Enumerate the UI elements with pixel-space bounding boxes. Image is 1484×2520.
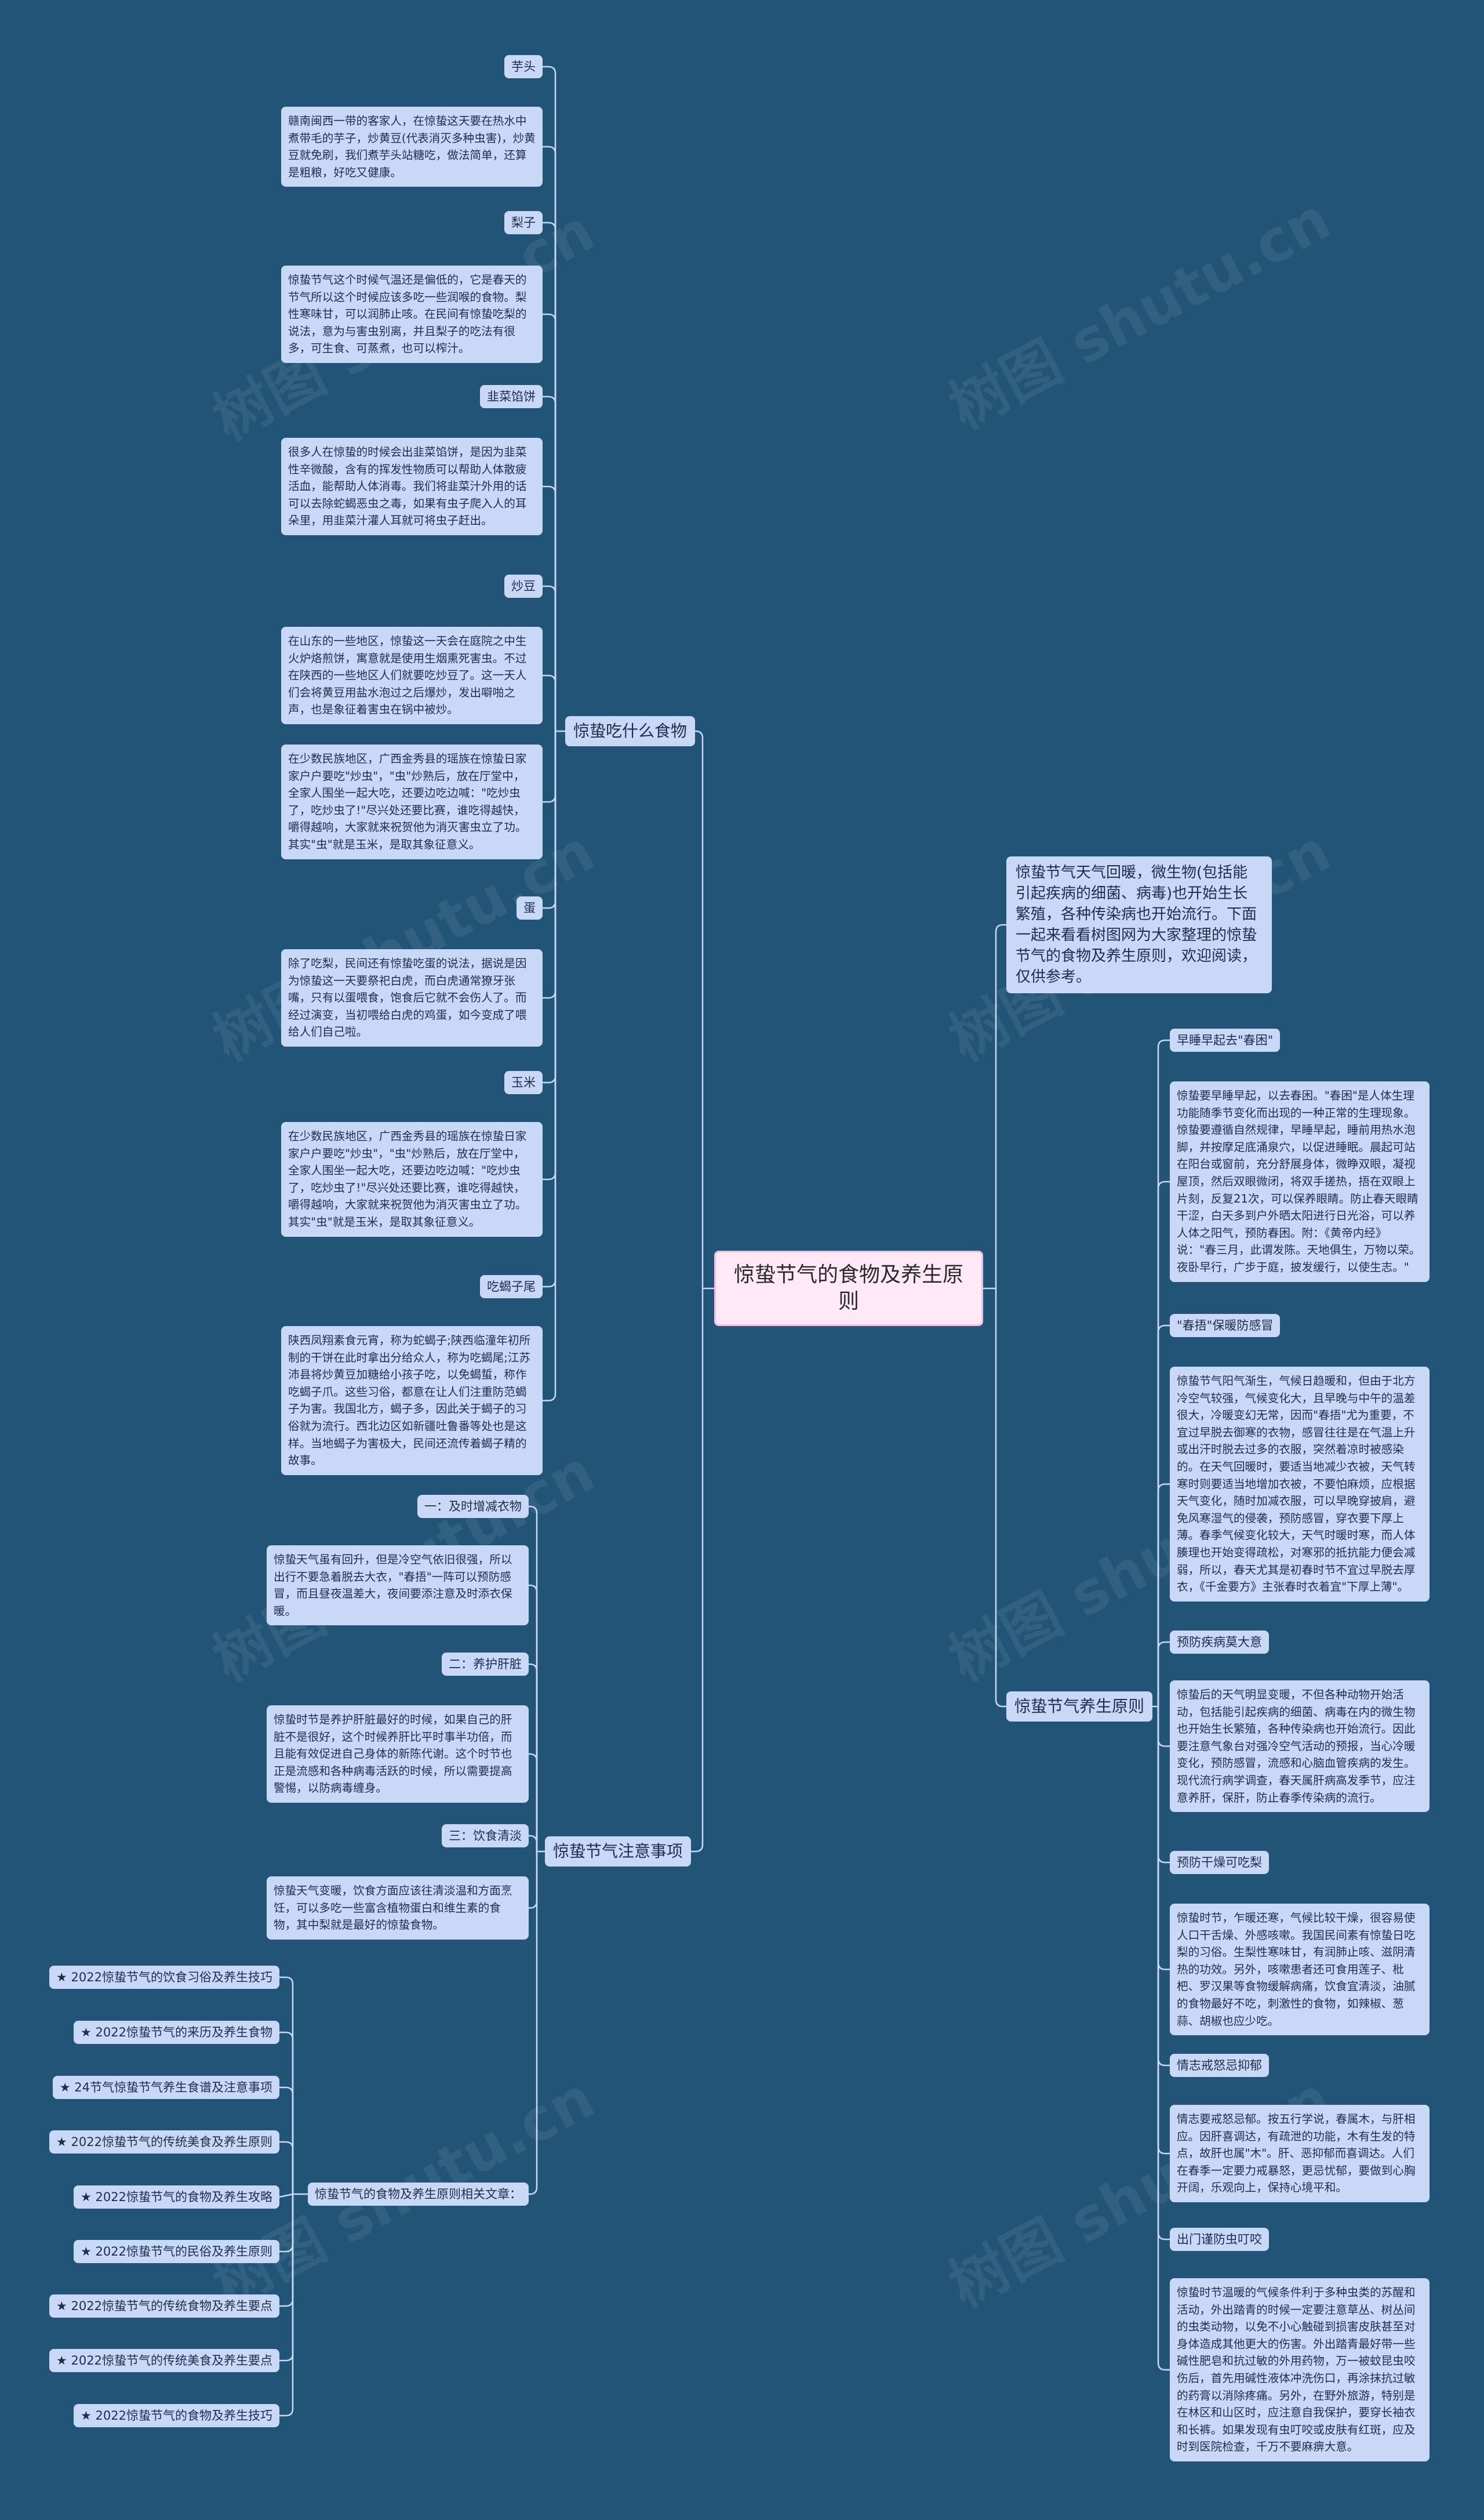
connector-line xyxy=(279,2031,294,2194)
connector-line xyxy=(995,1288,1006,1708)
connector-line xyxy=(543,731,556,803)
connector-line xyxy=(529,1584,538,1851)
related-article-link[interactable]: ★ 2022惊蛰节气的传统美食及养生要点 xyxy=(49,2349,279,2372)
connector-line xyxy=(529,1505,538,1851)
food-text-corn[interactable]: 在少数民族地区，广西金秀县的瑶族在惊蛰日家家户户要吃"炒虫"，"虫"炒熟后，放在… xyxy=(281,1122,543,1237)
food-tag-leek-pie[interactable]: 韭菜馅饼 xyxy=(480,385,543,408)
note-text-clothing[interactable]: 惊蛰天气虽有回升，但是冷空气依旧很强，所以出行不要急着脱去大衣，"春捂"一阵可以… xyxy=(267,1545,529,1626)
food-text-egg[interactable]: 除了吃梨，民间还有惊蛰吃蛋的说法，据说是因为惊蛰这一天要祭祀白虎，而白虎通常獠牙… xyxy=(281,949,543,1047)
connector-line xyxy=(529,1851,538,2195)
connector-line xyxy=(695,730,704,1288)
connector-line xyxy=(529,1663,538,1851)
connector-line xyxy=(1157,1483,1170,1706)
connector-line xyxy=(543,66,556,731)
connector-line xyxy=(1157,1706,1170,2155)
branch-foods[interactable]: 惊蛰吃什么食物 xyxy=(565,716,696,746)
related-articles-heading[interactable]: 惊蛰节气的食物及养生原则相关文章： xyxy=(308,2183,529,2206)
connector-line xyxy=(279,2193,293,2198)
note-tag-clothing[interactable]: 一：及时增减衣物 xyxy=(417,1495,529,1518)
related-article-link[interactable]: ★ 2022惊蛰节气的传统食物及养生要点 xyxy=(49,2294,279,2318)
connector-line xyxy=(1157,1324,1170,1706)
food-tag-taro[interactable]: 芋头 xyxy=(504,55,543,78)
root-topic[interactable]: 惊蛰节气的食物及养生原则 xyxy=(714,1251,983,1326)
intro-summary[interactable]: 惊蛰节气天气回暖，微生物(包括能引起疾病的细菌、病毒)也开始生长繁殖，各种传染病… xyxy=(1006,856,1272,993)
health-text-emotion[interactable]: 情志要戒怒忌郁。按五行学说，春属木，与肝相应。因肝喜调达，有疏泄的功能，木有生发… xyxy=(1170,2105,1430,2202)
health-tag-keep-warm[interactable]: "春捂"保暖防感冒 xyxy=(1170,1314,1281,1337)
connector-line xyxy=(543,585,556,731)
food-tag-pear[interactable]: 梨子 xyxy=(504,211,543,234)
related-article-link[interactable]: ★ 2022惊蛰节气的民俗及养生原则 xyxy=(74,2240,279,2263)
health-text-sleep[interactable]: 惊蛰要早睡早起，以去春困。"春困"是人体生理功能随季节变化而出现的一种正常的生理… xyxy=(1170,1081,1430,1282)
connector-line xyxy=(1157,1641,1170,1706)
connector-line xyxy=(529,1835,538,1851)
health-tag-disease[interactable]: 预防疾病莫大意 xyxy=(1170,1631,1269,1654)
health-tag-emotion[interactable]: 情志戒怒忌抑郁 xyxy=(1170,2054,1269,2077)
related-article-link[interactable]: ★ 24节气惊蛰节气养生食谱及注意事项 xyxy=(52,2076,279,2099)
connector-line xyxy=(1157,1706,1170,2067)
connector-line xyxy=(543,731,556,909)
health-tag-dryness[interactable]: 预防干燥可吃梨 xyxy=(1170,1851,1269,1874)
connector-line xyxy=(1157,1181,1170,1706)
branch-notes[interactable]: 惊蛰节气注意事项 xyxy=(545,1836,692,1867)
health-tag-sleep[interactable]: 早睡早起去"春困" xyxy=(1170,1029,1281,1052)
food-text-fried-insects[interactable]: 在少数民族地区，广西金秀县的瑶族在惊蛰日家家户户要吃"炒虫"，"虫"炒熟后，放在… xyxy=(281,745,543,859)
connector-line xyxy=(279,2086,294,2194)
food-tag-egg[interactable]: 蛋 xyxy=(517,896,543,920)
connector-line xyxy=(543,146,556,731)
connector-line xyxy=(691,1288,704,1853)
connector-line xyxy=(543,222,556,731)
food-tag-corn[interactable]: 玉米 xyxy=(504,1071,543,1094)
food-tag-fried-beans[interactable]: 炒豆 xyxy=(504,575,543,598)
health-text-keep-warm[interactable]: 惊蛰节气阳气渐生，气候日趋暖和，但由于北方冷空气较强，气候变化大，且早晚与中午的… xyxy=(1170,1367,1430,1602)
connector-line xyxy=(543,731,556,1181)
connector-line xyxy=(543,731,556,999)
connector-line xyxy=(543,485,556,731)
connector-line xyxy=(279,1976,294,2194)
related-article-link[interactable]: ★ 2022惊蛰节气的食物及养生攻略 xyxy=(74,2185,279,2209)
connector-line xyxy=(1157,1706,1170,1970)
connector-line xyxy=(279,2194,294,2253)
connector-line xyxy=(1157,1706,1170,1747)
note-text-liver[interactable]: 惊蛰时节是养护肝脏最好的时候，如果自己的肝脏不是很好，这个时候养肝比平时事半功倍… xyxy=(267,1705,529,1803)
connector-line xyxy=(529,1753,538,1851)
connector-line xyxy=(995,924,1006,1288)
note-text-diet[interactable]: 惊蛰天气变暖，饮食方面应该往清淡温和方面烹饪，可以多吃一些富含植物蛋白和维生素的… xyxy=(267,1876,529,1940)
connector-line xyxy=(529,1851,538,1909)
related-article-link[interactable]: ★ 2022惊蛰节气的食物及养生技巧 xyxy=(74,2404,279,2427)
related-article-link[interactable]: ★ 2022惊蛰节气的传统美食及养生原则 xyxy=(49,2130,279,2154)
connector-line xyxy=(279,2141,294,2194)
connector-line xyxy=(1157,1706,1170,2241)
food-text-scorpion-tail[interactable]: 陕西凤翔素食元宵，称为蛇蝎子;陕西临潼年初所制的干饼在此时拿出分给众人，称为吃蝎… xyxy=(281,1326,543,1475)
food-text-taro[interactable]: 赣南闽西一带的客家人，在惊蛰这天要在热水中煮带毛的芋子，炒黄豆(代表消灭多种虫害… xyxy=(281,107,543,187)
connector-line xyxy=(543,731,556,1288)
related-article-link[interactable]: ★ 2022惊蛰节气的饮食习俗及养生技巧 xyxy=(49,1966,279,1989)
food-tag-scorpion-tail[interactable]: 吃蝎子尾 xyxy=(480,1275,543,1298)
food-text-pear[interactable]: 惊蛰节气这个时候气温还是偏低的，它是春天的节气所以这个时候应该多吃一些润喉的食物… xyxy=(281,266,543,363)
connector-line xyxy=(543,674,556,731)
connector-line xyxy=(543,731,556,1401)
watermark: 树图 shutu.cn xyxy=(939,184,1341,442)
connector-line xyxy=(279,2194,294,2417)
connector-line xyxy=(1157,1706,1170,1864)
connector-line xyxy=(543,731,556,1084)
note-tag-liver[interactable]: 二：养护肝脏 xyxy=(442,1653,529,1676)
health-text-disease[interactable]: 惊蛰后的天气明显变暖，不但各种动物开始活动，包括能引起疾病的细菌、病毒在内的微生… xyxy=(1170,1680,1430,1813)
connector-line xyxy=(543,313,556,731)
connector-line xyxy=(1157,1039,1170,1706)
health-text-dryness[interactable]: 惊蛰时节，乍暖还寒，气候比较干燥，很容易使人口干舌燥、外感咳嗽。我国民间素有惊蛰… xyxy=(1170,1904,1430,2036)
note-tag-diet[interactable]: 三：饮食清淡 xyxy=(442,1824,529,1847)
connector-line xyxy=(279,2194,294,2307)
health-text-insects[interactable]: 惊蛰时节温暖的气候条件利于多种虫类的苏醒和活动，外出踏青的时候一定要注意草丛、树… xyxy=(1170,2278,1430,2461)
connector-line xyxy=(1157,1706,1170,2371)
food-text-fried-beans[interactable]: 在山东的一些地区，惊蛰这一天会在庭院之中生火炉烙煎饼，寓意就是使用生烟熏死害虫。… xyxy=(281,627,543,724)
health-tag-insects[interactable]: 出门谨防虫叮咬 xyxy=(1170,2228,1269,2251)
connector-line xyxy=(543,395,556,731)
related-article-link[interactable]: ★ 2022惊蛰节气的来历及养生食物 xyxy=(74,2021,279,2044)
branch-health[interactable]: 惊蛰节气养生原则 xyxy=(1006,1691,1153,1722)
connector-line xyxy=(279,2194,294,2362)
food-text-leek-pie[interactable]: 很多人在惊蛰的时候会出韭菜馅饼，是因为韭菜性辛微酸，含有的挥发性物质可以帮助人体… xyxy=(281,438,543,535)
